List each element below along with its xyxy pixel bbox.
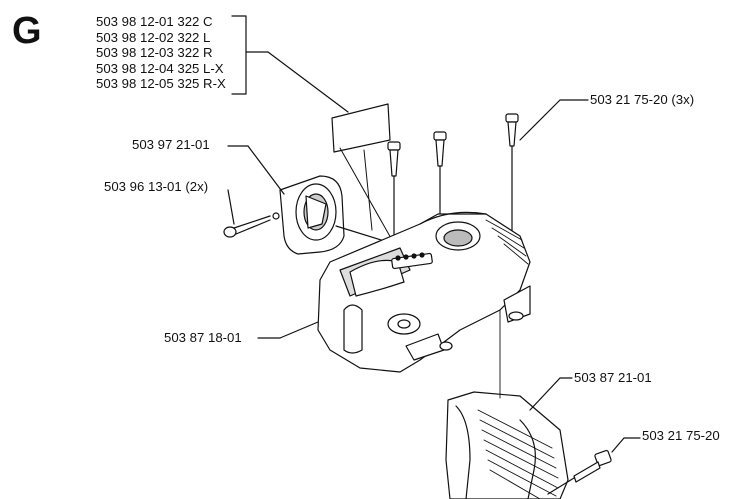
decal-part-number: 503 98 12-02 322 L (96, 29, 211, 45)
lower-cover-drawing (445, 309, 573, 499)
single-screw-label: 503 21 75-20 (642, 428, 720, 443)
decal-part-number: 503 98 12-03 322 R (96, 45, 213, 61)
lower-cover-label: 503 87 21-01 (574, 370, 652, 385)
top-cover-label: 503 87 18-01 (164, 330, 242, 345)
decal-part-number: 503 98 12-05 325 R-X (96, 76, 226, 92)
single-screw-drawing (547, 437, 641, 495)
decal-part-number: 503 98 12-04 325 L-X (96, 60, 224, 76)
decal-part-number-list: 503 98 12-01 322 C 503 98 12-02 322 L 50… (96, 14, 226, 92)
label-bracket (231, 15, 349, 113)
small-screw-drawing (223, 189, 271, 238)
housing-cap-drawing (227, 145, 421, 255)
screw-set-drawing (387, 99, 589, 331)
housing-cap-label: 503 97 21-01 (132, 137, 210, 152)
top-cover-drawing (257, 211, 531, 373)
screw-3x-label: 503 21 75-20 (3x) (590, 92, 695, 107)
decal-part-number: 503 98 12-01 322 C (96, 14, 213, 29)
decal-sticker (331, 103, 393, 241)
section-letter: G (12, 10, 42, 52)
screw-2x-label: 503 96 13-01 (2x) (104, 179, 209, 194)
